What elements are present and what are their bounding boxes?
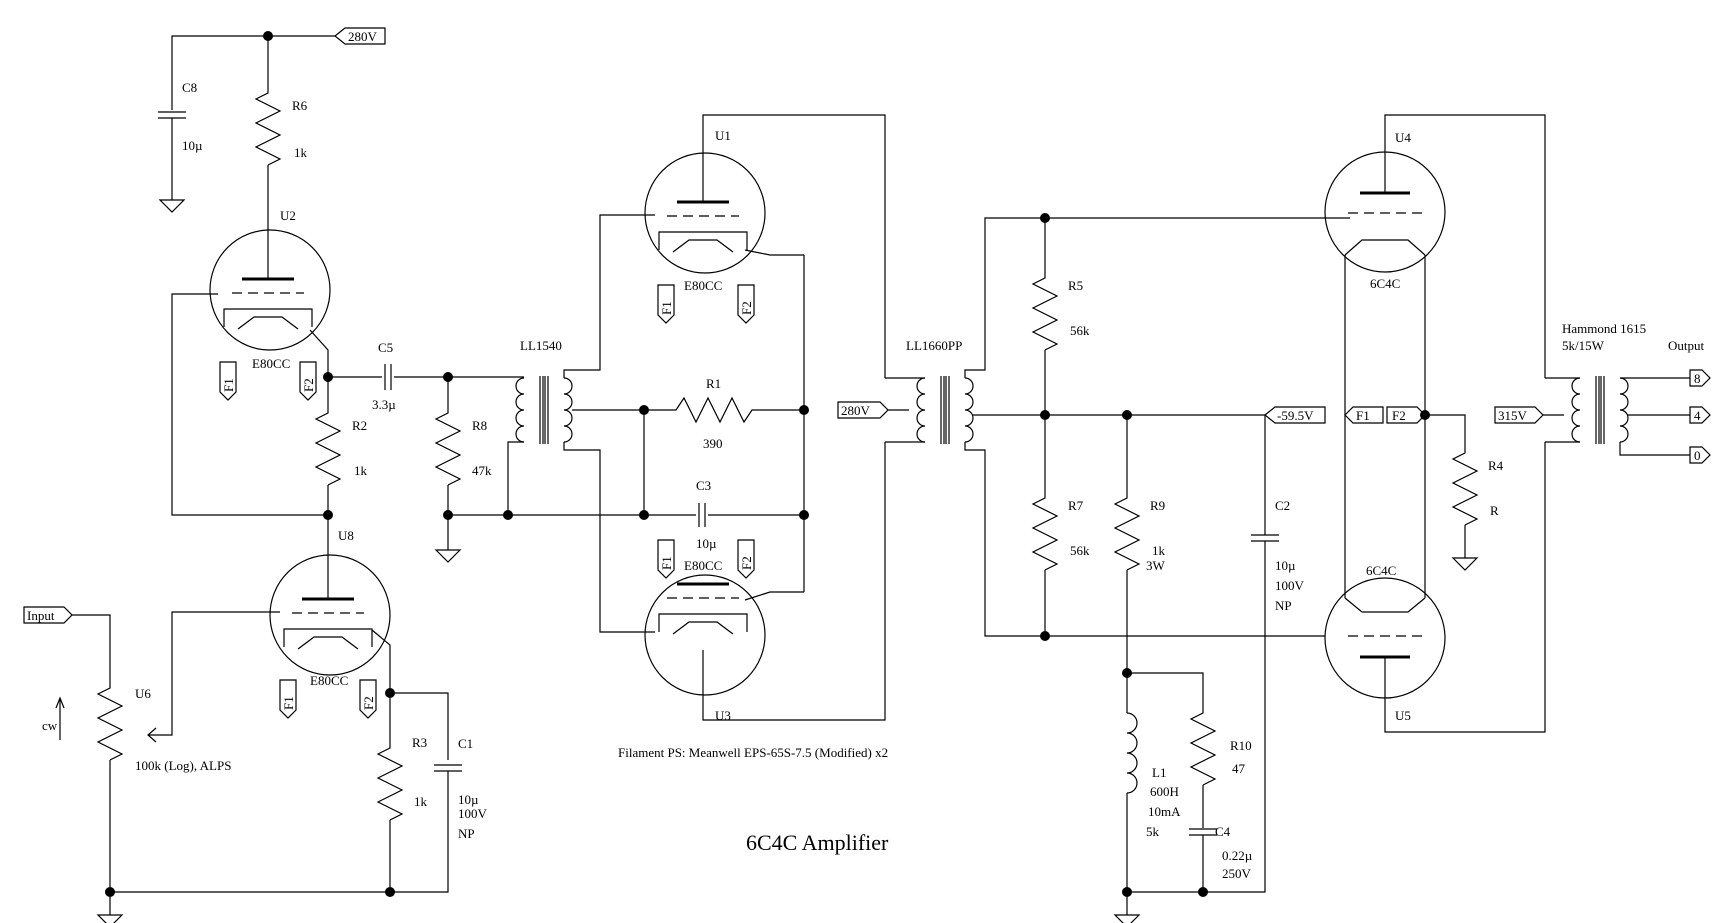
c4-rating: 250V [1222, 866, 1252, 881]
filament-note: Filament PS: Meanwell EPS-65S-7.5 (Modif… [618, 745, 888, 760]
r2-val: 1k [354, 463, 368, 478]
r5-val: 56k [1070, 323, 1090, 338]
rail-315: 315V [1494, 406, 1544, 424]
c3-ref: C3 [696, 478, 711, 493]
l1-current: 10mA [1148, 804, 1181, 819]
input-port: Input [23, 606, 73, 624]
svg-text:315V: 315V [1498, 408, 1528, 423]
svg-text:F2: F2 [1392, 408, 1406, 423]
c5-ref: C5 [378, 340, 393, 355]
u8-f2: F2 [361, 696, 376, 710]
tube-u3-ref: U3 [715, 708, 731, 723]
svg-text:280V: 280V [348, 29, 378, 44]
r7-val: 56k [1070, 543, 1090, 558]
r3-val: 1k [414, 794, 428, 809]
r7-ref: R7 [1068, 498, 1084, 513]
svg-text:LL1660PP: LL1660PP [906, 338, 962, 353]
u3-f1: F1 [659, 556, 674, 570]
r1-ref: R1 [706, 376, 721, 391]
svg-text:8: 8 [1694, 371, 1701, 386]
c5-val: 3.3µ [372, 397, 396, 412]
svg-text:5k/15W: 5k/15W [1562, 338, 1605, 353]
r8-ref: R8 [472, 418, 487, 433]
tube-u1-ref: U1 [715, 128, 731, 143]
r9-val: 1k [1152, 543, 1166, 558]
diagram-title: 6C4C Amplifier [746, 830, 889, 855]
svg-text:4: 4 [1694, 408, 1701, 423]
pot-ref: U6 [135, 686, 151, 701]
c2-rating: 100V [1275, 578, 1305, 593]
r9-ref: R9 [1150, 498, 1165, 513]
r10-ref: R10 [1230, 738, 1252, 753]
c4-val: 0.22µ [1222, 848, 1253, 863]
power-filament: F1 F2 [1344, 406, 1426, 424]
c3-val: 10µ [696, 536, 717, 551]
tube-u3-type: E80CC [684, 558, 722, 573]
c1-ref: C1 [458, 736, 473, 751]
output-label: Output [1668, 338, 1705, 353]
u2-f2: F2 [301, 378, 316, 392]
r10-val: 47 [1232, 761, 1246, 776]
u1-f1: F1 [659, 301, 674, 315]
rail-bias: -59.5V [1264, 406, 1326, 424]
c1-rating: 100V [458, 806, 488, 821]
tube-u2: U2 E80CC F1 F2 [209, 208, 331, 401]
svg-text:0: 0 [1694, 448, 1701, 463]
transformer-hammond: Hammond 1615 5k/15W [1562, 321, 1646, 445]
r4-val: R [1490, 503, 1499, 518]
r6-val: 1k [294, 145, 308, 160]
r8-val: 47k [472, 463, 492, 478]
svg-text:LL1540: LL1540 [520, 338, 562, 353]
transformer-ll1540: LL1540 [515, 338, 573, 445]
r5-ref: R5 [1068, 278, 1083, 293]
c8-val: 10µ [182, 138, 203, 153]
r3-ref: R3 [412, 735, 427, 750]
u8-f1: F1 [281, 696, 296, 710]
tube-u4-ref: U4 [1395, 130, 1411, 145]
tube-u2-type: E80CC [252, 356, 290, 371]
transformer-ll1660pp: LL1660PP [906, 338, 974, 445]
tube-u1: U1 E80CC F1 F2 [644, 128, 766, 324]
tube-u8-ref: U8 [338, 528, 354, 543]
tube-u5-ref: U5 [1395, 708, 1411, 723]
r4-ref: R4 [1488, 458, 1504, 473]
svg-text:F1: F1 [1356, 408, 1370, 423]
l1-ref: L1 [1152, 765, 1166, 780]
u3-f2: F2 [739, 556, 754, 570]
u2-f1: F1 [221, 378, 236, 392]
l1-dcr: 5k [1146, 824, 1160, 839]
c8-ref: C8 [182, 80, 197, 95]
tube-u4-type: 6C4C [1370, 276, 1400, 291]
tube-u5-type: 6C4C [1366, 563, 1396, 578]
r1-val: 390 [703, 436, 723, 451]
c1-val: 10µ [458, 792, 479, 807]
output-taps: Output 8 4 0 [1668, 338, 1711, 464]
svg-text:-59.5V: -59.5V [1277, 408, 1314, 423]
tube-u1-type: E80CC [684, 278, 722, 293]
tube-u8: U8 E80CC F1 F2 [269, 528, 391, 719]
rail-280-top: 280V [334, 27, 386, 45]
r2-ref: R2 [352, 418, 367, 433]
svg-text:280V: 280V [841, 403, 871, 418]
c2-val: 10µ [1275, 558, 1296, 573]
c4-ref: C4 [1215, 824, 1231, 839]
svg-text:Hammond 1615: Hammond 1615 [1562, 321, 1646, 336]
tube-u3: U3 E80CC F1 F2 [644, 539, 766, 723]
u1-f2: F2 [739, 301, 754, 315]
svg-text:Input: Input [27, 608, 55, 623]
r9-rating: 3W [1146, 558, 1166, 573]
c2-ref: C2 [1275, 498, 1290, 513]
rail-280-mid: 280V [837, 401, 889, 419]
c1-type: NP [458, 826, 475, 841]
tube-u8-type: E80CC [310, 673, 348, 688]
l1-val: 600H [1150, 784, 1179, 799]
pot-val: 100k (Log), ALPS [135, 758, 231, 773]
c2-type: NP [1275, 598, 1292, 613]
tube-u2-ref: U2 [280, 208, 296, 223]
pot-dir: cw [42, 718, 58, 733]
r6-ref: R6 [292, 98, 308, 113]
